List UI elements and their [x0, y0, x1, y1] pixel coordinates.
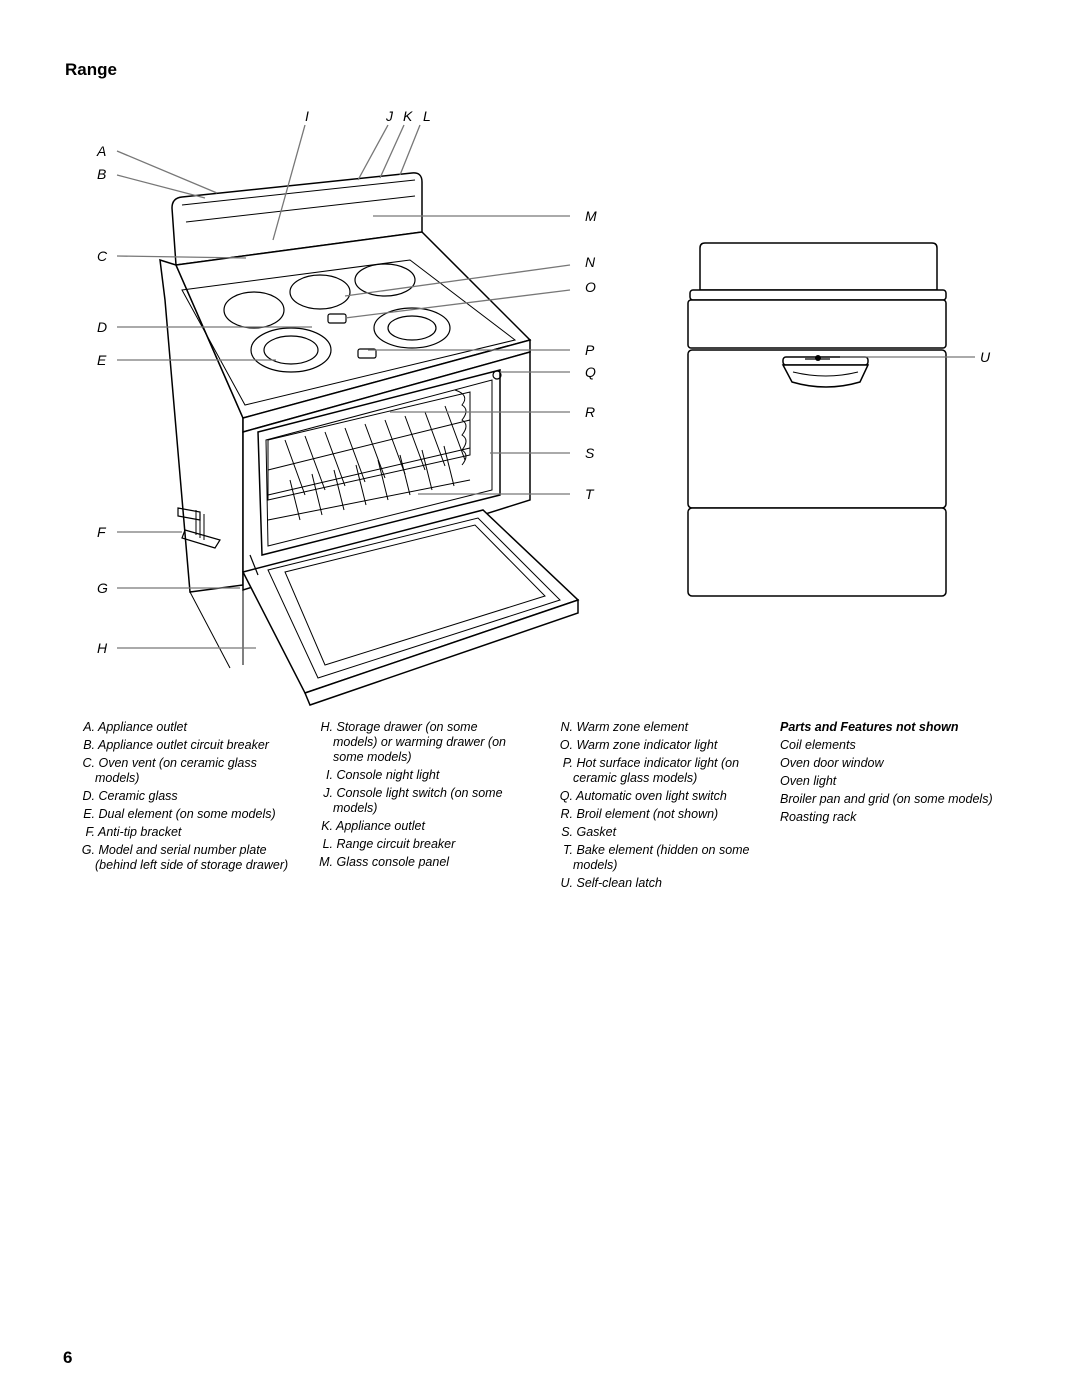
feature-item: Oven door window — [780, 756, 884, 770]
legend-item: D. Ceramic glass — [82, 789, 178, 803]
callout-h: H — [97, 640, 108, 656]
legend-item: U. Self-clean latch — [560, 876, 662, 890]
feature-item: Oven light — [780, 774, 837, 788]
feature-item: Broiler pan and grid (on some models) — [780, 792, 993, 806]
section-title: Range — [65, 60, 117, 79]
legend-item: C. Oven vent (on ceramic glass models) — [82, 756, 257, 785]
legend-item: I. Console night light — [326, 768, 440, 782]
callout-o: O — [585, 279, 596, 295]
legend-item: E. Dual element (on some models) — [83, 807, 276, 821]
callout-r: R — [585, 404, 595, 420]
legend-item: R. Broil element (not shown) — [560, 807, 719, 821]
leader-lines — [116, 124, 975, 649]
range-front-view — [687, 242, 947, 597]
legend-item: N. Warm zone element — [560, 720, 689, 734]
legend-item: G. Model and serial number plate (behind… — [81, 843, 289, 872]
legend-item: L. Range circuit breaker — [322, 837, 456, 851]
legend-column-4: Parts and Features not shown Coil elemen… — [780, 720, 1040, 828]
legend-item: Q. Automatic oven light switch — [559, 789, 727, 803]
legend-column-2: H. Storage drawer (on some models) or wa… — [313, 720, 513, 873]
legend-item: O. Warm zone indicator light — [559, 738, 718, 752]
feature-item: Roasting rack — [780, 810, 857, 824]
legend-item: S. Gasket — [561, 825, 617, 839]
legend-item: H. Storage drawer (on some models) or wa… — [320, 720, 506, 764]
callout-u: U — [980, 349, 991, 365]
callout-n: N — [585, 254, 596, 270]
range-illustration — [159, 172, 580, 706]
callout-q: Q — [585, 364, 596, 380]
callout-i: I — [305, 108, 309, 124]
callout-m: M — [585, 208, 597, 224]
callout-a: A — [96, 143, 106, 159]
legend-item: M. Glass console panel — [319, 855, 450, 869]
features-not-shown-heading: Parts and Features not shown — [780, 720, 959, 734]
callout-b: B — [97, 166, 106, 182]
callout-letters: A B C D E F G H I J K L M N O P Q R S T … — [96, 108, 991, 656]
legend-item: B. Appliance outlet circuit breaker — [83, 738, 269, 752]
callout-p: P — [585, 342, 595, 358]
anti-tip-bracket-drawing — [177, 507, 221, 549]
callout-d: D — [97, 319, 107, 335]
page-number: 6 — [63, 1348, 73, 1367]
callout-s: S — [585, 445, 595, 461]
callout-l: L — [423, 108, 431, 124]
range-diagram: A B C D E F G H I J K L M N O P Q R S T … — [96, 108, 991, 706]
callout-c: C — [97, 248, 108, 264]
legend-item: A. Appliance outlet — [83, 720, 187, 734]
callout-e: E — [97, 352, 107, 368]
callout-f: F — [97, 524, 107, 540]
feature-item: Coil elements — [780, 738, 856, 752]
legend-item: F. Anti-tip bracket — [85, 825, 182, 839]
callout-t: T — [585, 486, 595, 502]
legend-column-3: N. Warm zone element O. Warm zone indica… — [553, 720, 763, 894]
legend-item: J. Console light switch (on some models) — [323, 786, 503, 815]
legend-item: P. Hot surface indicator light (on ceram… — [562, 756, 740, 785]
callout-k: K — [403, 108, 413, 124]
legend-item: T. Bake element (hidden on some models) — [563, 843, 750, 872]
legend-item: K. Appliance outlet — [321, 819, 425, 833]
callout-g: G — [97, 580, 108, 596]
legend-column-1: A. Appliance outlet B. Appliance outlet … — [75, 720, 300, 876]
callout-j: J — [385, 108, 394, 124]
